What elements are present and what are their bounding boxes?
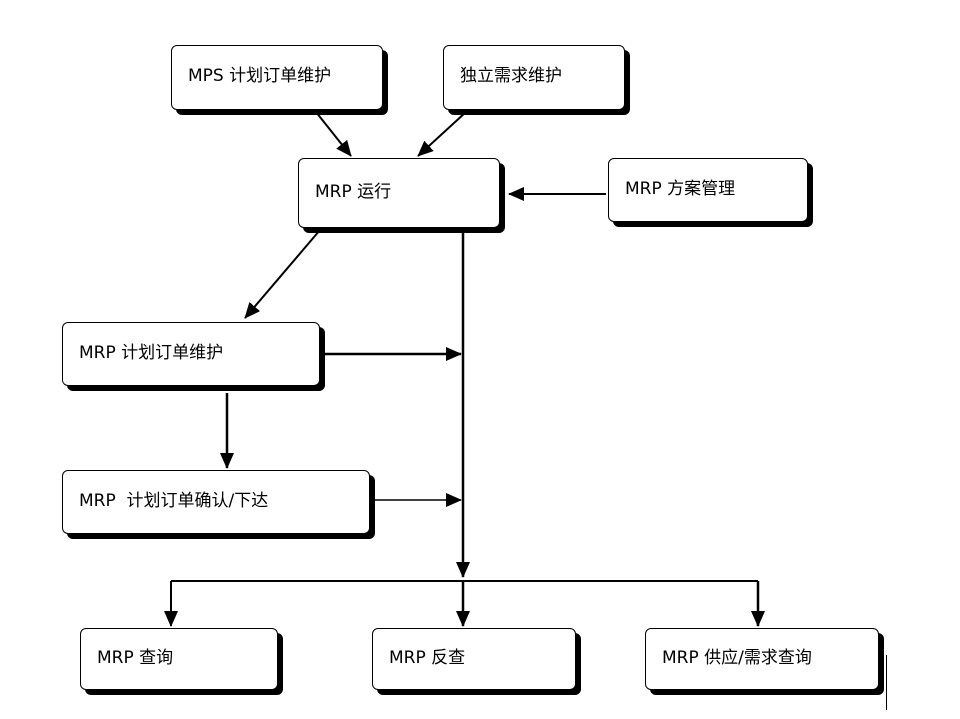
node-label: MRP 计划订单确认/下达 bbox=[79, 490, 269, 511]
arrow-mps-to-run bbox=[315, 111, 352, 157]
node-mrp-plan-order-maint: MRP 计划订单维护 bbox=[62, 322, 320, 386]
node-mrp-query: MRP 查询 bbox=[80, 628, 278, 690]
node-label: 独立需求维护 bbox=[460, 66, 562, 86]
node-label: MRP 运行 bbox=[315, 181, 392, 202]
arrow-indep-to-run bbox=[417, 111, 467, 157]
node-mrp-scheme-mgmt: MRP 方案管理 bbox=[608, 158, 808, 222]
node-label: MPS 计划订单维护 bbox=[188, 66, 332, 86]
node-label: MRP 查询 bbox=[97, 647, 174, 668]
node-label: MRP 反查 bbox=[389, 647, 466, 668]
node-label: MRP 方案管理 bbox=[625, 178, 736, 199]
edge-rule bbox=[886, 655, 887, 710]
node-mrp-plan-order-confirm: MRP 计划订单确认/下达 bbox=[62, 470, 370, 534]
node-mps-plan-order-maint: MPS 计划订单维护 bbox=[171, 45, 383, 110]
node-mrp-reverse-query: MRP 反查 bbox=[372, 628, 576, 690]
arrow-run-to-plan-maint bbox=[244, 229, 321, 319]
node-mrp-run: MRP 运行 bbox=[298, 158, 500, 228]
node-label: MRP 供应/需求查询 bbox=[662, 647, 812, 668]
node-mrp-supply-demand-query: MRP 供应/需求查询 bbox=[645, 628, 879, 690]
node-label: MRP 计划订单维护 bbox=[79, 342, 224, 363]
node-independent-demand-maint: 独立需求维护 bbox=[443, 45, 625, 110]
